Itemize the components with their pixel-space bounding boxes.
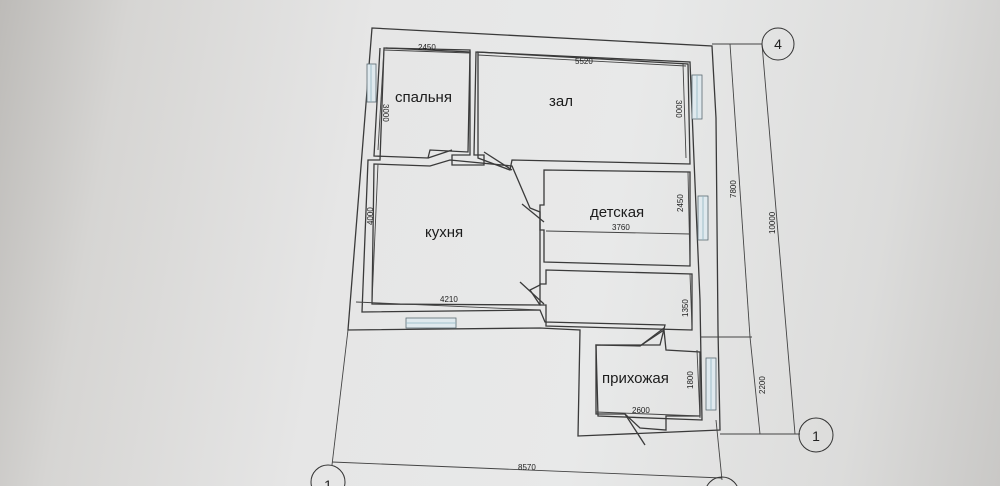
- dim-total-width: 8570: [518, 463, 536, 472]
- outer-wall: [347, 27, 721, 437]
- dim-upper-height: 7800: [729, 180, 738, 198]
- dim-total-height: 10000: [768, 211, 777, 234]
- axis-marker-1-left: 1: [310, 464, 346, 486]
- axis-label: 4: [774, 36, 782, 52]
- axis-circle-partial: [706, 476, 738, 486]
- axis-marker-1-right: 1: [798, 417, 834, 453]
- room-label-kids-room: детская: [590, 204, 644, 221]
- room-label-bedroom: спальня: [395, 89, 452, 106]
- dim-bedroom-width: 2450: [418, 43, 436, 52]
- overall-dimensions: [331, 43, 800, 481]
- axis-circle: [761, 27, 795, 61]
- partitions: [371, 47, 701, 431]
- dim-hall-height: 3000: [674, 100, 683, 118]
- axis-label: 1: [324, 477, 332, 486]
- axis-circle: [310, 464, 346, 486]
- dim-kids-width: 3760: [612, 223, 630, 232]
- dim-corridor-height: 1350: [681, 299, 690, 317]
- room-label-hall: зал: [549, 93, 573, 110]
- dim-kids-height: 2450: [676, 194, 685, 212]
- dim-bedroom-height: 3000: [381, 104, 390, 122]
- room-label-kitchen: кухня: [425, 224, 463, 241]
- inner-dimensions: [355, 47, 701, 419]
- axis-circle: [798, 417, 834, 453]
- dim-kitchen-height: 4000: [366, 207, 375, 225]
- axis-marker-4: 4: [761, 27, 795, 61]
- dim-lower-height: 2200: [758, 376, 767, 394]
- dim-hall-width: 5520: [575, 57, 593, 66]
- windows: [366, 63, 717, 411]
- dim-kitchen-width: 4210: [440, 295, 458, 304]
- room-label-hallway: прихожая: [602, 370, 669, 387]
- dim-hallway-width: 2600: [632, 406, 650, 415]
- axis-label: 1: [812, 428, 820, 444]
- window-bedroom: [366, 63, 377, 103]
- door-swings: [427, 149, 665, 446]
- dim-hallway-height: 1800: [686, 371, 695, 389]
